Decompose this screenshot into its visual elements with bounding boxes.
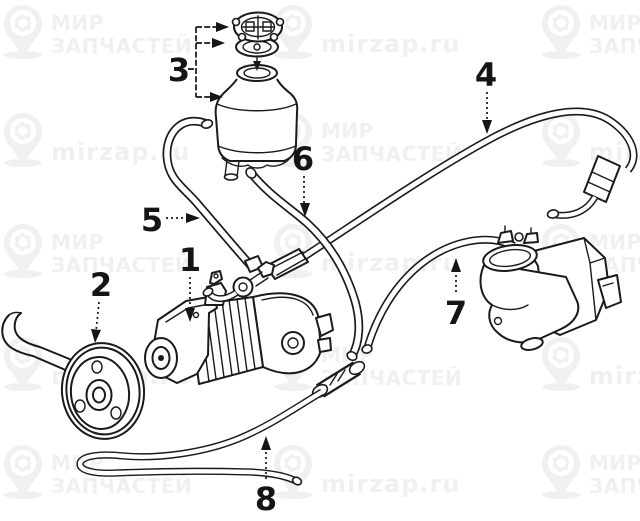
callout-7-arrowhead — [451, 258, 461, 272]
map-pin-gear-icon — [2, 111, 44, 169]
map-pin-gear-icon — [2, 3, 44, 61]
svg-text:ЗАПЧАСТЕЙ: ЗАПЧАСТЕЙ — [51, 253, 192, 277]
power-steering-pump — [144, 270, 334, 385]
map-pin-gear-icon — [540, 3, 582, 61]
drive-belt — [1, 311, 117, 391]
map-pin-gear-icon — [540, 443, 582, 501]
map-pin-gear-icon — [2, 222, 44, 280]
callout-2[interactable]: 2 — [90, 266, 112, 343]
watermark-brand-line2: ЗАПЧАСТЕЙ — [51, 34, 192, 58]
callout-1-number: 1 — [179, 241, 201, 279]
reservoir-body — [214, 78, 299, 162]
svg-text:МИР: МИР — [321, 119, 374, 143]
callout-1-arrowhead — [185, 308, 195, 322]
diagram-artwork — [1, 11, 638, 486]
svg-text:ЗАПЧАСТЕЙ: ЗАПЧАСТЕЙ — [589, 34, 640, 58]
callout-2-leader — [95, 301, 100, 333]
watermark-brand: МИР ЗАПЧАСТЕЙ — [2, 3, 192, 61]
hose-4 — [202, 107, 638, 303]
callout-7[interactable]: 7 — [445, 258, 467, 332]
watermark-domain-text: mirzap.ru — [321, 30, 460, 58]
svg-text:МИР: МИР — [589, 451, 640, 475]
svg-text:МИР: МИР — [51, 230, 104, 254]
callout-2-number: 2 — [90, 266, 112, 304]
svg-text:МИР: МИР — [589, 11, 640, 35]
callout-6[interactable]: 6 — [292, 140, 314, 217]
pulley — [60, 342, 146, 440]
callout-5-arrowhead — [186, 213, 200, 223]
callout-6-number: 6 — [292, 140, 314, 178]
hose-4-crimp-fitting — [583, 155, 621, 203]
map-pin-gear-icon — [540, 335, 582, 393]
callout-6-arrowhead — [300, 203, 310, 217]
callout-4-number: 4 — [475, 56, 497, 94]
callout-layer: 1 2 3 4 5 6 — [90, 22, 497, 518]
watermark-domain: mirzap.ru — [272, 3, 460, 61]
banjo-fitting — [202, 271, 269, 303]
reservoir-seal — [235, 36, 279, 71]
watermark-domain: mirzap.ru — [272, 443, 460, 501]
watermark-domain: mirzap.ru — [540, 335, 640, 393]
callout-3-number: 3 — [168, 51, 190, 89]
watermark-brand: МИР ЗАПЧАСТЕЙ — [540, 443, 640, 501]
steering-gear — [479, 225, 622, 351]
watermark-domain: mirzap.ru — [272, 222, 459, 280]
callout-4-arrowhead — [482, 120, 492, 134]
watermark-brand: МИР ЗАПЧАСТЕЙ — [2, 222, 192, 280]
callout-5[interactable]: 5 — [141, 201, 200, 239]
hose-5 — [162, 116, 264, 273]
callout-1[interactable]: 1 — [179, 241, 201, 322]
hose-7 — [361, 235, 516, 354]
watermark-brand-line1: МИР — [51, 11, 104, 35]
callout-3-bracket — [188, 26, 219, 98]
watermark-brand: МИР ЗАПЧАСТЕЙ — [272, 111, 462, 169]
callout-8[interactable]: 8 — [255, 436, 277, 518]
watermark-brand: МИР ЗАПЧАСТЕЙ — [540, 3, 640, 61]
reservoir-assembly — [214, 11, 299, 181]
hose-6 — [245, 167, 364, 362]
svg-text:ЗАПЧАСТЕЙ: ЗАПЧАСТЕЙ — [589, 474, 640, 498]
callout-4[interactable]: 4 — [475, 56, 497, 134]
map-pin-gear-icon — [2, 443, 44, 501]
reservoir-cap — [231, 11, 285, 43]
map-pin-gear-icon — [540, 111, 582, 169]
gear-valve-body — [479, 262, 580, 344]
callout-7-number: 7 — [445, 294, 467, 332]
callout-5-number: 5 — [141, 201, 163, 239]
svg-text:ЗАПЧАСТЕЙ: ЗАПЧАСТЕЙ — [321, 142, 462, 166]
svg-text:mirzap.ru: mirzap.ru — [321, 470, 460, 498]
callout-8-arrowhead — [261, 436, 271, 450]
watermark-domain: mirzap.ru — [2, 111, 189, 169]
svg-text:ЗАПЧАСТЕЙ: ЗАПЧАСТЕЙ — [51, 474, 192, 498]
callout-3[interactable]: 3 — [168, 22, 229, 102]
svg-text:mirzap.ru: mirzap.ru — [589, 362, 640, 390]
callout-2-arrowhead — [91, 329, 101, 343]
callout-8-number: 8 — [255, 480, 277, 518]
return-pipe — [76, 360, 366, 486]
